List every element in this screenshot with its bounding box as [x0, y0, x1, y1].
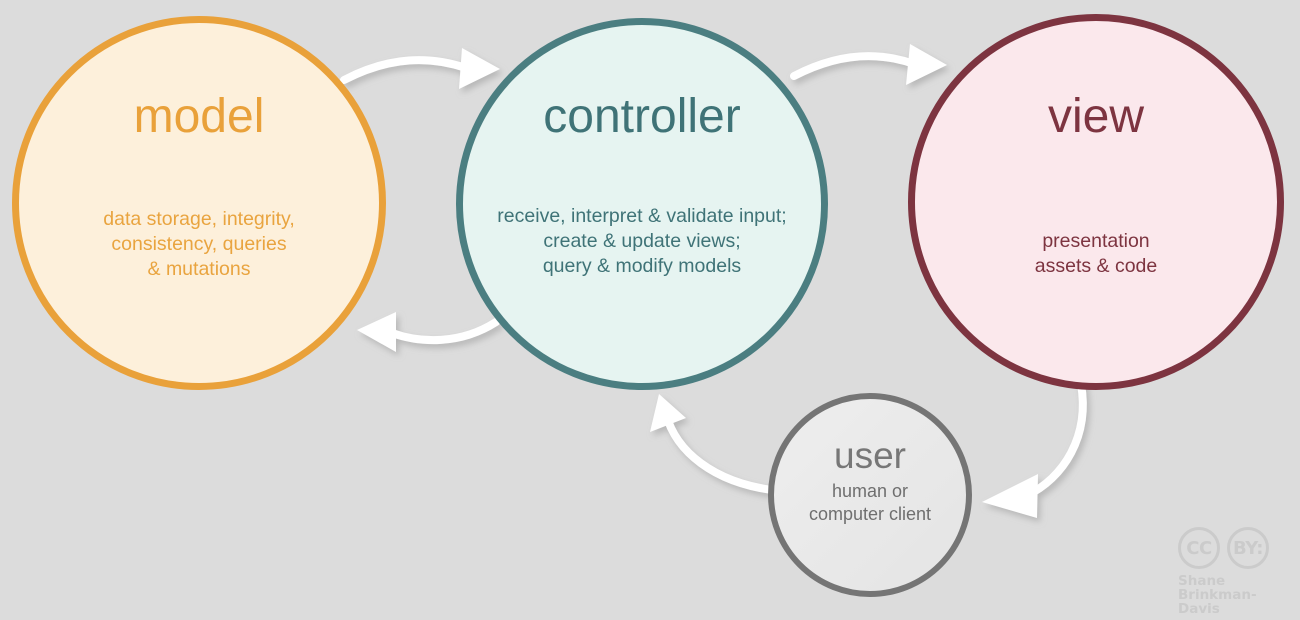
node-controller-title: controller [543, 90, 741, 143]
arrow-user-to-controller [650, 394, 776, 494]
attribution-by-icon: BY: [1227, 527, 1269, 569]
node-user-title: user [834, 435, 906, 476]
author-last-name: Brinkman-Davis [1178, 587, 1257, 618]
node-model-description: data storage, integrity, consistency, qu… [103, 208, 295, 280]
arrow-controller-to-model [357, 312, 500, 352]
node-model-title: model [133, 90, 265, 143]
arrow-controller-to-view [790, 44, 947, 85]
node-view[interactable]: view presentation assets & code [908, 14, 1284, 390]
arrow-model-to-controller [340, 48, 500, 89]
arrow-view-to-user [982, 380, 1087, 518]
author-first-name: Shane [1178, 573, 1226, 589]
node-controller[interactable]: controller receive, interpret & validate… [456, 18, 828, 390]
node-controller-description: receive, interpret & validate input; cre… [497, 205, 787, 277]
node-model[interactable]: model data storage, integrity, consisten… [12, 16, 386, 390]
node-view-description: presentation assets & code [1034, 230, 1158, 277]
creative-commons-icon: CC [1178, 527, 1220, 569]
node-user-description: human or computer client [808, 481, 932, 524]
cc-badge-marks: CC BY: [1178, 527, 1290, 569]
author-attribution: Shane Brinkman-Davis [1178, 574, 1290, 617]
node-view-title: view [1047, 90, 1145, 143]
creative-commons-badge: CC BY: Shane Brinkman-Davis [1178, 527, 1290, 617]
node-user[interactable]: user human or computer client [768, 393, 972, 597]
